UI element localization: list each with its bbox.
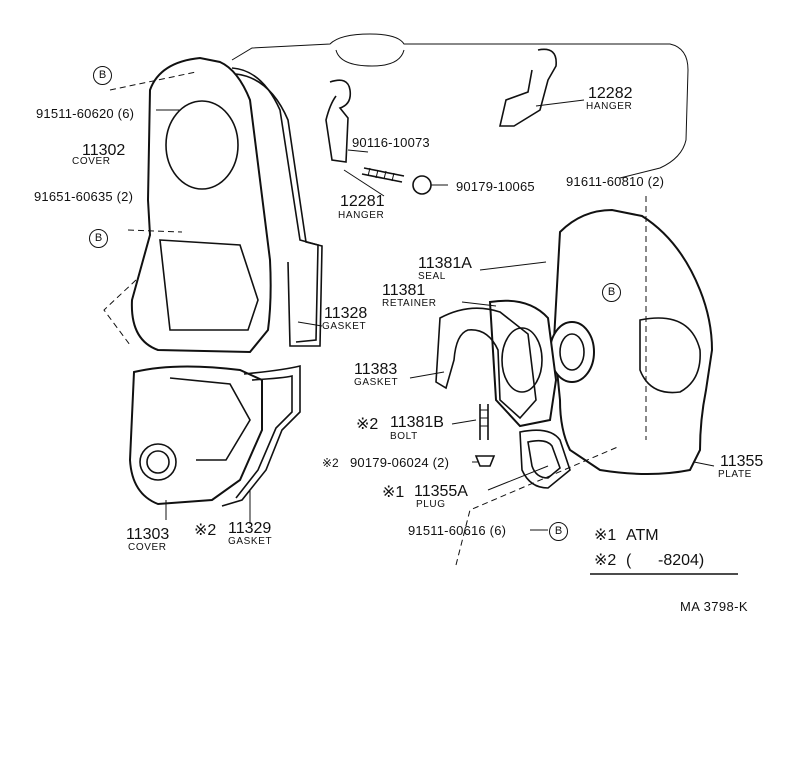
label-11383: 11383: [354, 361, 398, 378]
gasket-11329: [221, 364, 301, 507]
label-11355A-name: PLUG: [416, 499, 446, 510]
lower-cover-seal-hole: [139, 443, 177, 481]
label-91511-60616: 91511-60616 (6): [408, 523, 507, 538]
plug-11355A: [519, 429, 571, 489]
plate-opening: [639, 317, 701, 394]
label-11383-name: GASKET: [354, 377, 399, 388]
label-12282-name: HANGER: [586, 101, 633, 112]
end-plate-11355: [552, 208, 714, 475]
label-12281-name: HANGER: [338, 210, 385, 221]
hanger-12281: [325, 79, 352, 163]
upper-cover-window: [165, 100, 239, 190]
bolt-11381B: [479, 404, 489, 440]
gasket-11383: [435, 307, 537, 420]
label-11328-name: GASKET: [322, 321, 367, 332]
legend-note1-text: ATM: [626, 527, 659, 544]
callout-b-top-left: B: [93, 66, 112, 85]
legend-note2-marker: ※2: [594, 552, 617, 569]
label-91511-60620: 91511-60620 (6): [36, 106, 135, 121]
legend-note2-text: ( -8204): [626, 552, 705, 569]
nut-90179-06024: [474, 455, 496, 467]
label-11302-name: COVER: [72, 156, 111, 167]
oil-cap-outline: [335, 49, 405, 67]
label-11329-note: ※2: [194, 522, 217, 539]
label-90179-06024: 90179-06024 (2): [350, 455, 450, 470]
label-11355: 11355: [720, 453, 764, 470]
label-11381B-note: ※2: [356, 416, 379, 433]
label-11355A-note: ※1: [382, 484, 405, 501]
label-11302: 11302: [82, 142, 126, 159]
gasket-11328: [235, 73, 323, 347]
engine-block-outline: [231, 33, 689, 179]
callout-b-left: B: [89, 229, 108, 248]
timing-cover-lower: [128, 365, 263, 506]
label-11303: 11303: [126, 526, 170, 543]
timing-cover-upper: [130, 56, 272, 354]
label-90179-10065: 90179-10065: [456, 179, 535, 194]
label-11381B-name: BOLT: [390, 431, 418, 442]
callout-b-bottom: B: [549, 522, 568, 541]
label-11355-name: PLATE: [718, 469, 752, 480]
label-11303-name: COVER: [128, 542, 167, 553]
label-90116-10073: 90116-10073: [352, 135, 430, 150]
label-11381A: 11381A: [418, 255, 472, 272]
retainer-11381: [488, 299, 558, 428]
label-11329: 11329: [228, 520, 272, 537]
label-90179-06024-note: ※2: [322, 456, 339, 470]
callout-b-right: B: [602, 283, 621, 302]
nut-90179-10065: [412, 175, 432, 195]
label-11328: 11328: [324, 305, 368, 322]
label-11355A: 11355A: [414, 483, 468, 500]
label-11381-name: RETAINER: [382, 298, 437, 309]
legend-note1-marker: ※1: [594, 527, 617, 544]
label-91651-60635: 91651-60635 (2): [34, 189, 134, 204]
label-11381B: 11381B: [390, 414, 444, 431]
diagram-code: MA 3798-K: [680, 599, 748, 614]
label-11381A-name: SEAL: [418, 271, 446, 282]
label-91611-60810: 91611-60810 (2): [566, 174, 665, 189]
label-12282: 12282: [588, 85, 633, 102]
label-11329-name: GASKET: [228, 536, 273, 547]
hanger-12282: [498, 48, 557, 127]
label-12281: 12281: [340, 193, 385, 210]
oil-seal-11381A: [549, 321, 595, 383]
label-11381: 11381: [382, 282, 426, 299]
